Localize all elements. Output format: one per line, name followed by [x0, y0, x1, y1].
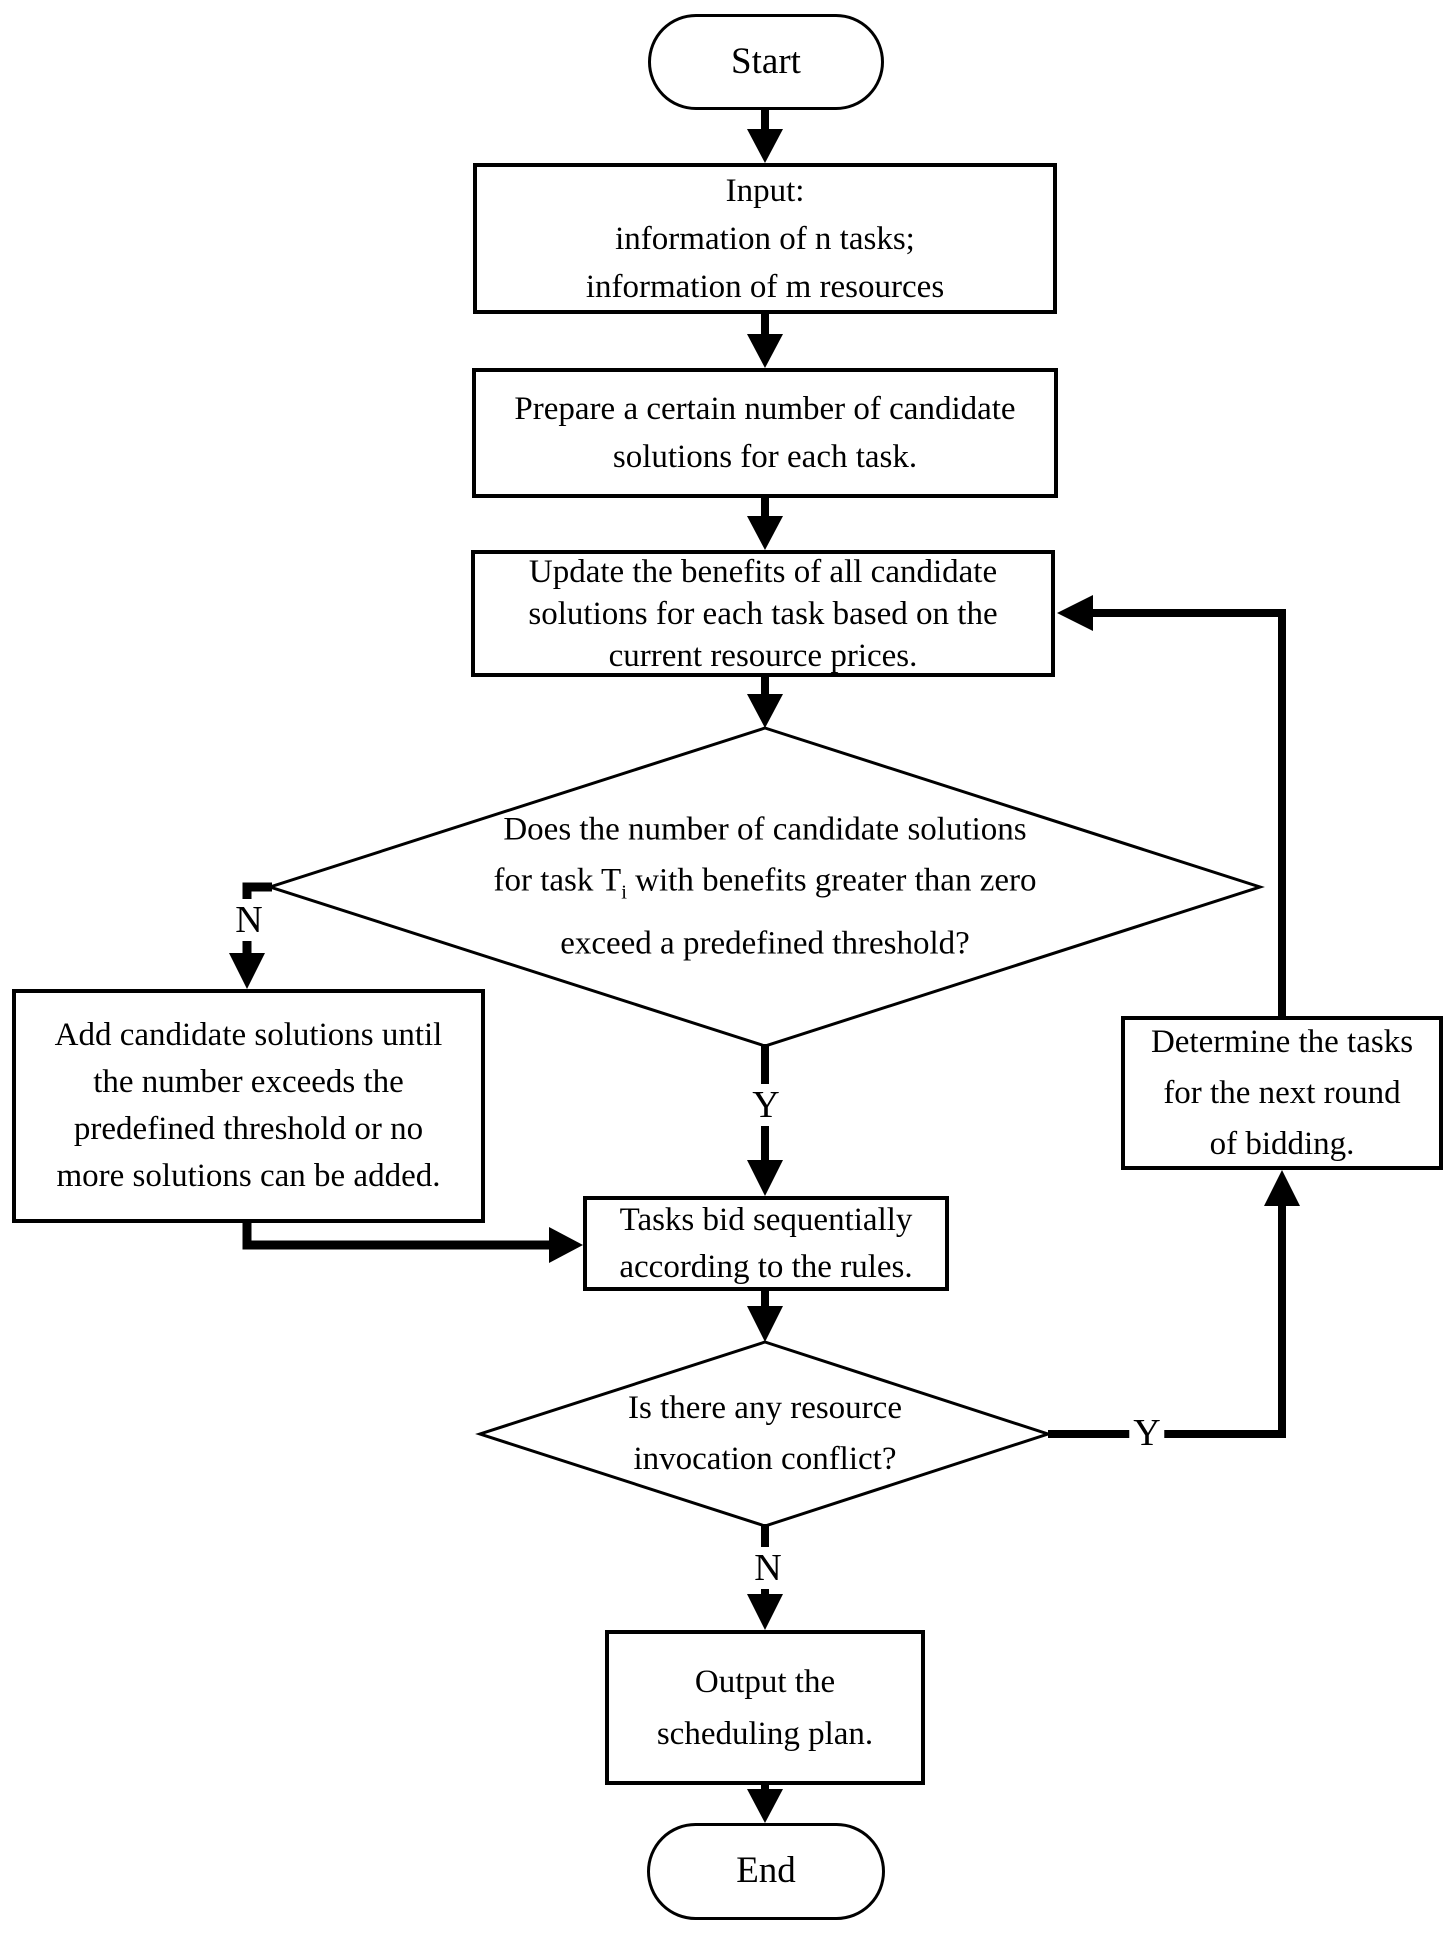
start-label: Start — [731, 40, 801, 82]
determine-tasks-box: Determine the tasks for the next round o… — [1121, 1016, 1443, 1170]
decision-conflict-line: invocation conflict? — [633, 1441, 897, 1477]
edge-label-threshold-yes: Y — [748, 1084, 784, 1126]
input-line: information of n tasks; — [615, 220, 915, 257]
decision-threshold-line: exceed a predefined threshold? — [560, 925, 970, 962]
decision-threshold-line2-pre: for task T — [493, 862, 622, 899]
arrow-start-to-input — [747, 106, 783, 163]
add-candidates-box: Add candidate solutions until the number… — [12, 989, 485, 1223]
end-node: End — [647, 1823, 885, 1920]
output-plan-box: Output the scheduling plan. — [605, 1630, 925, 1785]
edge-label-conflict-yes: Y — [1129, 1412, 1165, 1454]
edge-label-conflict-no: N — [750, 1547, 786, 1589]
start-node: Start — [648, 14, 884, 110]
decision-threshold-line: for task Ti with benefits greater than z… — [494, 856, 1037, 919]
prepare-line: solutions for each task. — [612, 439, 918, 475]
add-candidates-line: more solutions can be added. — [56, 1158, 441, 1194]
output-plan-line: scheduling plan. — [656, 1715, 874, 1752]
tasks-bid-line: Tasks bid sequentially — [619, 1201, 913, 1238]
decision-conflict-line: Is there any resource — [628, 1390, 902, 1426]
prepare-line: Prepare a certain number of candidate — [514, 391, 1016, 427]
prepare-box: Prepare a certain number of candidate so… — [472, 368, 1058, 498]
update-line: current resource prices. — [608, 637, 918, 674]
add-candidates-line: predefined threshold or no — [73, 1111, 424, 1147]
update-line: solutions for each task based on the — [528, 595, 998, 632]
task-subscript: i — [621, 881, 627, 904]
input-box: Input: information of n tasks; informati… — [473, 163, 1057, 314]
arrow-determine-to-update — [1057, 595, 1286, 1016]
arrow-prepare-to-update — [747, 496, 783, 550]
arrow-input-to-prepare — [747, 312, 783, 368]
add-candidates-line: Add candidate solutions until — [54, 1017, 443, 1053]
input-line: information of m resources — [585, 268, 945, 305]
decision-threshold-text: Does the number of candidate solutions f… — [494, 805, 1037, 970]
output-plan-line: Output the — [694, 1663, 836, 1700]
tasks-bid-line: according to the rules. — [619, 1248, 913, 1285]
end-label: End — [736, 1850, 796, 1892]
tasks-bid-box: Tasks bid sequentially according to the … — [583, 1196, 949, 1291]
arrow-tasksbid-to-conflict — [747, 1289, 783, 1342]
decision-threshold-line: Does the number of candidate solutions — [503, 811, 1027, 848]
add-candidates-line: the number exceeds the — [93, 1064, 404, 1100]
determine-tasks-line: for the next round — [1163, 1074, 1401, 1111]
arrow-add-to-tasksbid — [242, 1221, 583, 1263]
arrow-conflict-yes-to-determine — [1048, 1170, 1300, 1438]
update-line: Update the benefits of all candidate — [528, 553, 998, 590]
decision-threshold-line2-post: with benefits greater than zero — [626, 862, 1037, 899]
decision-conflict-text: Is there any resource invocation conflic… — [628, 1383, 902, 1485]
edge-label-threshold-no: N — [231, 899, 267, 941]
determine-tasks-line: of bidding. — [1209, 1125, 1355, 1162]
update-benefits-box: Update the benefits of all candidate sol… — [471, 550, 1055, 677]
input-line: Input: — [725, 172, 805, 209]
arrow-output-to-end — [747, 1783, 783, 1823]
arrow-update-to-decision — [747, 675, 783, 728]
determine-tasks-line: Determine the tasks — [1150, 1023, 1414, 1060]
